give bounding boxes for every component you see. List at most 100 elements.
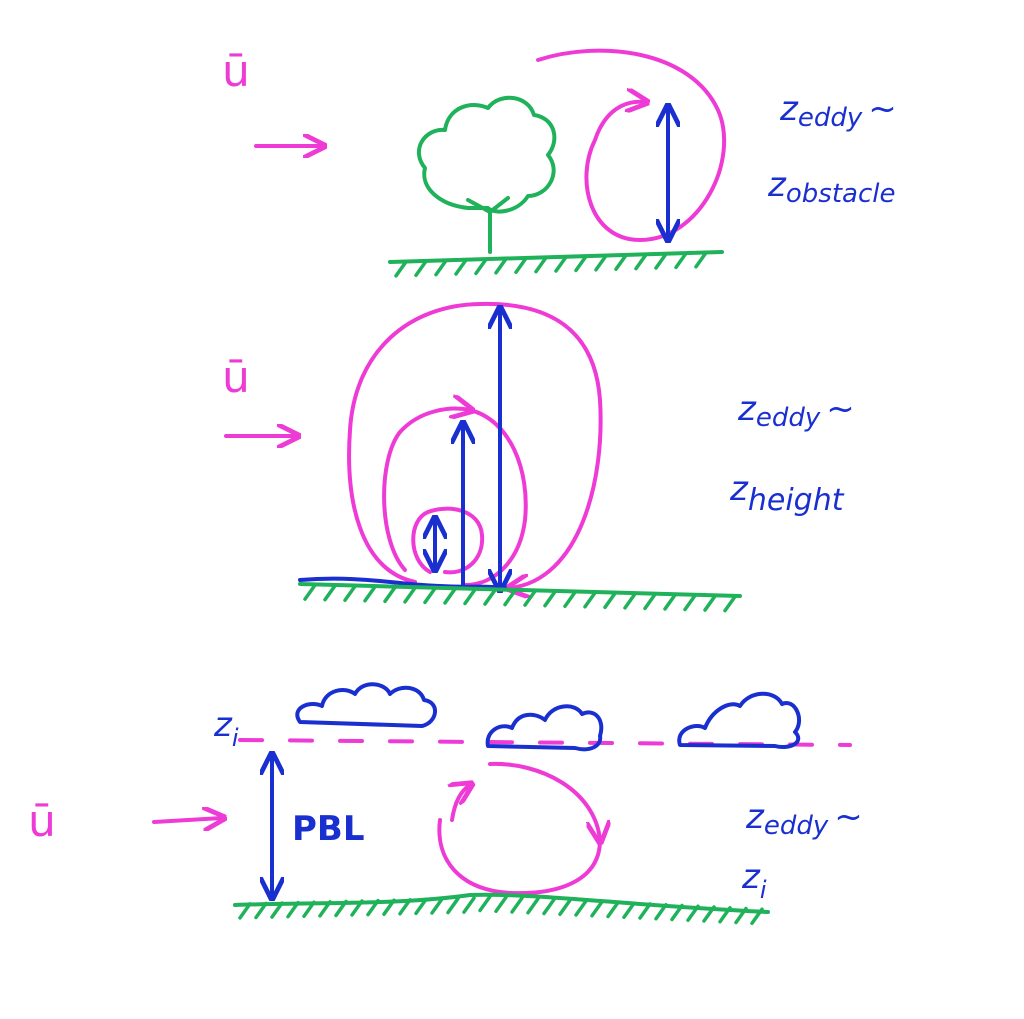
- hatch-stroke: [414, 897, 428, 916]
- inversion-height-label: zi: [213, 705, 239, 752]
- hatch-stroke: [494, 895, 508, 913]
- hatch-stroke: [558, 898, 572, 916]
- svg-text:zeddy~: zeddy~: [779, 89, 897, 133]
- hatch-stroke: [383, 585, 397, 604]
- hatch-stroke: [414, 259, 428, 277]
- hatch-stroke: [622, 901, 636, 919]
- cloud-icon: [295, 682, 437, 728]
- eddy-convective: [488, 761, 600, 840]
- hatch-stroke: [446, 896, 460, 915]
- hatch-stroke: [463, 587, 477, 606]
- hatch-stroke: [590, 899, 604, 918]
- hatch-stroke: [543, 589, 557, 608]
- hatch-stroke: [523, 589, 537, 607]
- hatch-stroke: [302, 900, 316, 918]
- wind-symbol: ū: [222, 352, 250, 403]
- hatch-stroke: [238, 902, 252, 920]
- hatch-stroke: [614, 253, 628, 271]
- hatch-stroke: [318, 900, 332, 918]
- hatch-stroke: [286, 900, 300, 919]
- hatch-stroke: [423, 586, 437, 605]
- svg-text:zeddy~: zeddy~: [737, 389, 855, 433]
- hatch-stroke: [394, 260, 408, 278]
- ground-line: [298, 582, 742, 598]
- hatch-stroke: [514, 256, 528, 274]
- eddy-small: [411, 506, 485, 575]
- hatch-stroke: [542, 897, 556, 916]
- hatch-stroke: [583, 591, 597, 609]
- eddy-medium: [382, 409, 470, 572]
- hatch-stroke: [478, 894, 492, 913]
- hatch-stroke: [638, 902, 652, 920]
- hatch-stroke: [694, 251, 708, 269]
- hatch-stroke: [643, 592, 657, 611]
- hatch-stroke: [350, 899, 364, 917]
- hatch-stroke: [323, 583, 337, 602]
- hatch-stroke: [434, 258, 448, 277]
- hatch-stroke: [674, 251, 688, 270]
- panel-pbl: ū zi PBL zeddy~ zi: [28, 682, 863, 925]
- hatch-stroke: [534, 255, 548, 274]
- hatch-stroke: [454, 258, 468, 276]
- hatch-stroke: [303, 583, 317, 601]
- hatch-stroke: [574, 254, 588, 273]
- hatch-stroke: [654, 252, 668, 270]
- wind-symbol: ū: [28, 796, 56, 847]
- hatch-stroke: [654, 902, 668, 921]
- hatch-stroke: [462, 896, 476, 914]
- ground-hatch: [303, 583, 737, 613]
- eddy-large: [347, 301, 603, 588]
- hatch-stroke: [603, 591, 617, 610]
- hatch-stroke: [403, 586, 417, 604]
- cloud-icon: [677, 691, 802, 749]
- ground-line: [388, 250, 724, 264]
- hatch-stroke: [686, 904, 700, 922]
- hatch-stroke: [554, 255, 568, 273]
- hatch-stroke: [663, 593, 677, 611]
- hatch-stroke: [623, 592, 637, 610]
- scaling-label: zeddy~ zobstacle: [767, 89, 897, 209]
- hatch-stroke: [734, 906, 748, 925]
- hatch-stroke: [526, 896, 540, 915]
- hatch-stroke: [703, 594, 717, 612]
- svg-text:zheight: zheight: [729, 469, 845, 518]
- svg-text:zeddy~: zeddy~: [745, 797, 863, 841]
- hatch-stroke: [594, 254, 608, 272]
- hatch-stroke: [398, 898, 412, 916]
- panel-obstacle: ū zeddy~ zobstacle: [222, 46, 897, 278]
- ground-hatch: [394, 251, 708, 278]
- hatch-stroke: [750, 907, 764, 925]
- hatch-stroke: [443, 587, 457, 605]
- ground-hatch: [238, 894, 764, 925]
- hatch-stroke: [363, 585, 377, 603]
- hatch-stroke: [634, 252, 648, 271]
- svg-text:zobstacle: zobstacle: [767, 165, 895, 209]
- wind-symbol: ū: [222, 46, 250, 97]
- hatch-stroke: [670, 903, 684, 922]
- tree-icon: [417, 95, 557, 214]
- hatch-stroke: [718, 905, 732, 924]
- hatch-stroke: [723, 594, 737, 613]
- hatch-stroke: [254, 901, 268, 920]
- hatch-stroke: [474, 257, 488, 276]
- hatch-stroke: [430, 897, 444, 915]
- hatch-stroke: [503, 588, 517, 607]
- hatch-stroke: [334, 899, 348, 918]
- hatch-stroke: [494, 257, 508, 275]
- hatch-stroke: [702, 905, 716, 923]
- hatch-stroke: [574, 899, 588, 917]
- hatch-stroke: [366, 898, 380, 917]
- hatch-stroke: [606, 900, 620, 919]
- hatch-stroke: [270, 901, 284, 919]
- wind-arrow: [152, 818, 222, 822]
- ground-line: [233, 892, 770, 914]
- hatch-stroke: [563, 590, 577, 608]
- hatch-stroke: [510, 896, 524, 914]
- eddy-loop: [536, 48, 727, 242]
- hatch-stroke: [483, 588, 497, 606]
- scaling-label: zeddy~ zi: [741, 797, 863, 904]
- svg-text:zi: zi: [741, 857, 767, 904]
- hatch-stroke: [382, 898, 396, 916]
- hatch-stroke: [343, 584, 357, 602]
